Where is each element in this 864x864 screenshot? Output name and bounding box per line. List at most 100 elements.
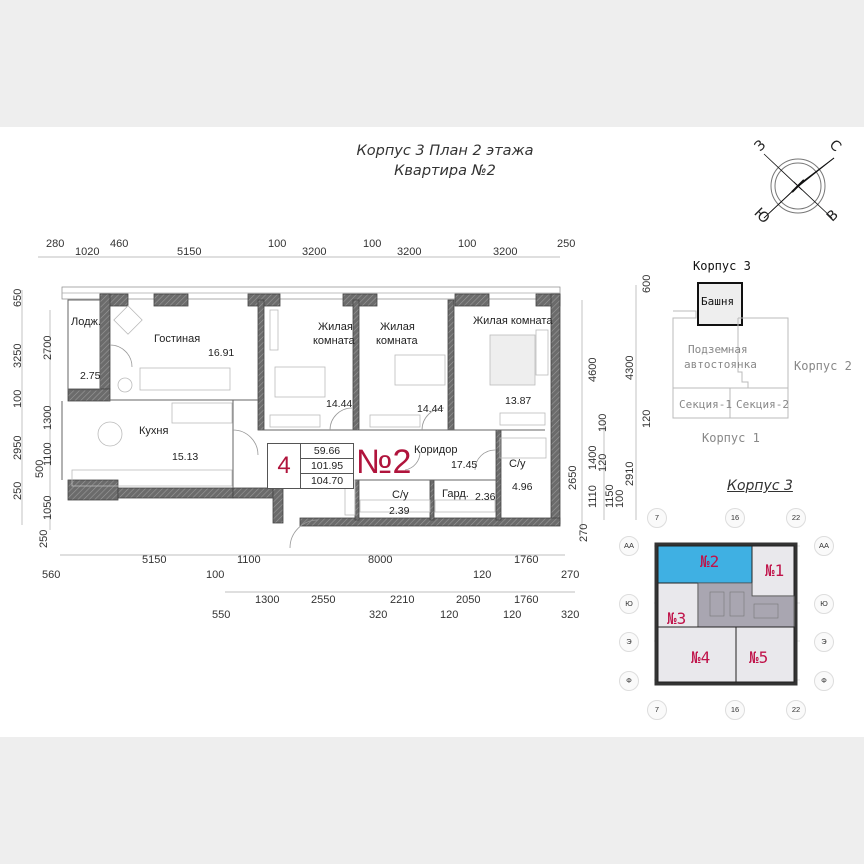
floor-key-apt-3: №3 <box>667 609 687 628</box>
dim-label: 1760 <box>514 594 539 606</box>
axis-marker: АА <box>814 536 834 556</box>
tower-label: Башня <box>701 295 735 308</box>
axis-marker: 22 <box>786 508 806 528</box>
dim-label: 270 <box>578 523 590 542</box>
building-2-label: Корпус 2 <box>794 359 852 373</box>
total-area-with-loggia: 104.70 <box>310 475 344 487</box>
room-corridor-area: 17.45 <box>451 459 478 471</box>
room-bedroom1-area: 14.44 <box>326 398 353 410</box>
room-loggia-label: Лодж. <box>71 316 101 328</box>
dim-label: 2550 <box>311 594 336 606</box>
dim-label: 100 <box>206 569 225 581</box>
title-line-1: Корпус 3 План 2 этажа <box>356 143 534 159</box>
room-bedroom2-label-2: комната <box>376 335 418 347</box>
floor-key-apt-1: №1 <box>765 561 785 580</box>
dim-label: 550 <box>212 609 231 621</box>
room-bedroom2-label-1: Жилая <box>380 321 415 333</box>
room-bedroom1-label-2: комната <box>313 335 355 347</box>
apartment-number: №2 <box>356 443 412 481</box>
axis-marker: Ю <box>619 594 639 614</box>
dim-label: 1300 <box>42 405 54 430</box>
dim-label: 2700 <box>42 335 54 360</box>
dim-label: 1300 <box>255 594 280 606</box>
floor-key-apt-2: №2 <box>700 552 720 571</box>
floor-key-plan <box>654 542 800 686</box>
dim-label: 4600 <box>587 357 599 382</box>
section-1-label: Секция-1 <box>679 398 732 411</box>
room-living-label: Гостиная <box>154 333 201 345</box>
dim-label: 5150 <box>142 554 167 566</box>
dim-label: 650 <box>12 288 24 307</box>
dim-label: 560 <box>42 569 61 581</box>
dim-label: 250 <box>557 238 576 250</box>
room-wardrobe-label: Гард. <box>442 488 469 500</box>
dim-label: 120 <box>440 609 459 621</box>
dim-label: 280 <box>46 238 65 250</box>
title-line-2: Квартира №2 <box>394 163 496 179</box>
axis-marker: Ю <box>814 594 834 614</box>
dim-label: 3200 <box>397 246 422 258</box>
dim-label: 1100 <box>237 554 261 566</box>
room-kitchen-area: 15.13 <box>172 451 199 463</box>
living-area: 59.66 <box>301 444 353 459</box>
axis-marker: 16 <box>725 700 745 720</box>
room-bathroom1-area: 4.96 <box>512 481 533 493</box>
room-loggia-area: 2.75 <box>80 370 101 382</box>
dim-label: 120 <box>473 569 492 581</box>
dim-label: 120 <box>597 453 609 472</box>
dim-label: 8000 <box>368 554 393 566</box>
room-living-area: 16.91 <box>208 347 235 359</box>
dim-label: 100 <box>268 238 287 250</box>
room-bathroom1-label: С/у <box>509 458 526 470</box>
section-2-label: Секция-2 <box>736 398 789 411</box>
axis-marker: 22 <box>786 700 806 720</box>
compass-rose-icon <box>763 153 835 219</box>
dim-label: 100 <box>614 489 626 508</box>
compass: З С Ю В <box>751 137 846 232</box>
room-bedroom3-label: Жилая комната <box>473 315 553 327</box>
dim-label: 100 <box>363 238 382 250</box>
axis-marker: АА <box>619 536 639 556</box>
dim-label: 100 <box>597 413 609 432</box>
dim-label: 1110 <box>587 485 599 508</box>
building-1-label: Корпус 1 <box>702 431 760 445</box>
apartment-summary: 4 59.66 101.95 104.70 <box>267 443 354 489</box>
room-kitchen-label: Кухня <box>139 425 169 437</box>
dim-label: 3200 <box>302 246 327 258</box>
dim-label: 1760 <box>514 554 539 566</box>
dim-label: 100 <box>12 389 24 408</box>
axis-marker: Э <box>619 632 639 652</box>
floor-key-apt-5: №5 <box>749 648 769 667</box>
room-bedroom3-area: 13.87 <box>505 395 532 407</box>
room-bathroom2-label: С/у <box>392 489 409 501</box>
dim-label: 120 <box>641 409 653 428</box>
tower-block: Башня <box>697 282 743 326</box>
dim-label: 1020 <box>75 246 100 258</box>
dim-label: 4300 <box>624 355 636 380</box>
rooms-count: 4 <box>268 444 301 488</box>
room-bathroom2-area: 2.39 <box>389 505 410 517</box>
parking-label-1: Подземная <box>688 343 748 356</box>
dim-label: 320 <box>369 609 388 621</box>
room-corridor-label: Коридор <box>414 444 458 456</box>
floor-key-apt-4: №4 <box>691 648 711 667</box>
dim-label: 320 <box>561 609 580 621</box>
room-bedroom2-area: 14.44 <box>417 403 444 415</box>
dim-label: 3250 <box>12 343 24 368</box>
dim-label: 2050 <box>456 594 481 606</box>
dim-label: 120 <box>503 609 522 621</box>
dim-label: 1050 <box>42 495 54 520</box>
parking-label-2: автостоянка <box>684 358 757 371</box>
axis-marker: Ф <box>619 671 639 691</box>
page-title: Корпус 3 План 2 этажа Квартира №2 <box>330 141 560 181</box>
dim-label: 2910 <box>624 461 636 486</box>
floor-key-title: Корпус 3 <box>727 478 793 494</box>
room-bedroom1-label-1: Жилая <box>318 321 353 333</box>
site-plan-title: Корпус 3 <box>693 259 751 273</box>
room-wardrobe-area: 2.36 <box>475 491 496 503</box>
dim-label: 2210 <box>390 594 415 606</box>
site-outline <box>672 310 789 419</box>
dim-label: 270 <box>561 569 580 581</box>
dim-label: 600 <box>641 274 653 293</box>
dim-label: 3200 <box>493 246 518 258</box>
